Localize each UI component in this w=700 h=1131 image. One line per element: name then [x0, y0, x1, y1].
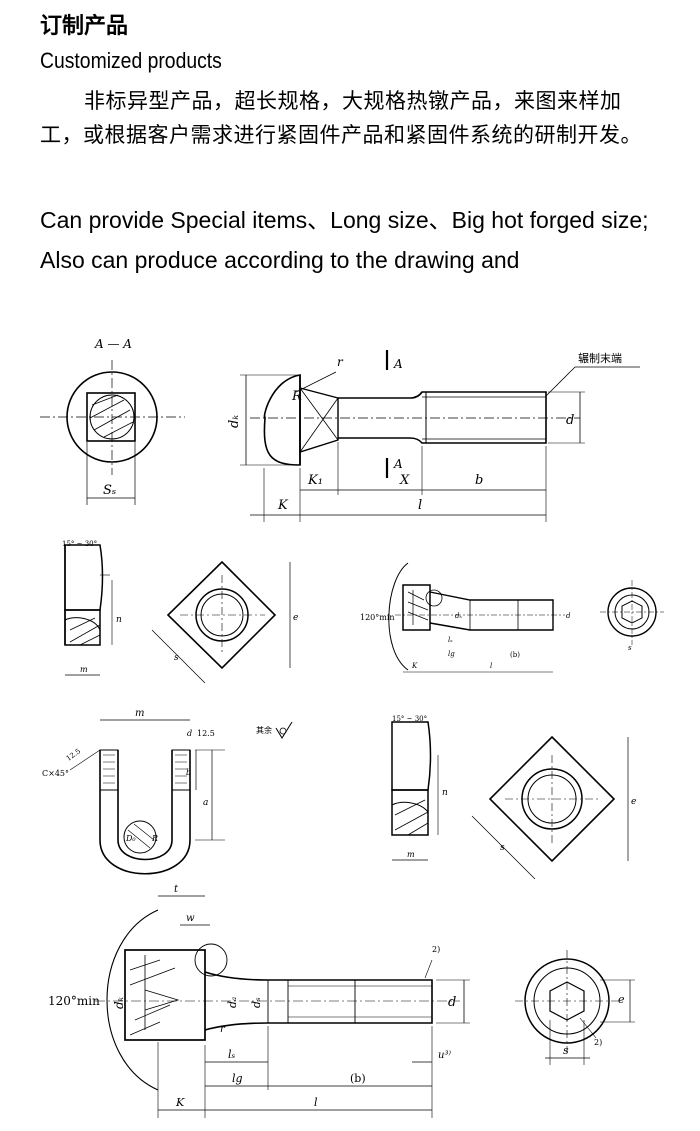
section-mark-bottom: A	[393, 457, 403, 471]
e-label-2: e	[631, 797, 636, 807]
dk-label-large: dₖ	[112, 996, 126, 1009]
r-label-large: r	[220, 1024, 226, 1035]
k1-label: K₁	[307, 473, 323, 488]
x-label: X	[399, 473, 410, 488]
u3-label-large: u³⁾	[438, 1050, 451, 1061]
a-label-u: a	[203, 798, 208, 808]
angle-label-1: 15° ~ 30°	[62, 540, 97, 548]
e-label-large: e	[618, 993, 625, 1006]
u-bolt-view: m D₀ R a b d 12.5 C×45° 12.5 其余	[42, 708, 293, 875]
k-label: K	[277, 498, 289, 513]
section-mark-top: A	[393, 357, 403, 371]
k-label-large: K	[175, 1096, 185, 1109]
b-paren-label-small: (b)	[510, 651, 520, 659]
da-label-large: dₐ	[226, 997, 239, 1008]
u-r-label: R	[151, 834, 158, 843]
ds-label-large: dₛ	[250, 997, 263, 1008]
l-label-small: l	[490, 662, 492, 670]
k-label-small: K	[411, 662, 418, 670]
dk-label: dₖ	[227, 415, 242, 428]
heading-en: Customized products	[40, 48, 222, 73]
d-label: d	[566, 413, 574, 428]
technical-drawings: A — A Sₛ A A	[40, 337, 664, 1118]
body-cn-text: 非标异型产品，超长规格，大规格热镦产品，来图来样加工，或根据客户需求进行紧固件产…	[40, 89, 642, 147]
angle-min-label-1: 120°min	[360, 613, 395, 622]
l-label-large: l	[314, 1096, 318, 1109]
angle-label-2: 15° ~ 30°	[392, 715, 427, 723]
e-label-1: e	[293, 613, 298, 623]
s-label-1: s	[174, 653, 179, 663]
d-label-u: d	[187, 729, 192, 738]
ss-label: Sₛ	[103, 483, 116, 498]
lg-label-small: lg	[448, 650, 455, 658]
d-label-small: d	[566, 612, 571, 620]
u-bend-label: D₀	[125, 834, 136, 843]
angle-min-label-2: 120°min	[48, 994, 100, 1008]
ls-label-small: lₛ	[448, 636, 453, 644]
square-nut-top-view-2: e s	[471, 735, 636, 880]
chamfer-label: C×45°	[42, 769, 69, 778]
l-label: l	[418, 498, 422, 513]
socket-bolt-small-end-view: s	[600, 580, 664, 652]
body-en: Can provide Special items、Long size、Big …	[40, 207, 649, 273]
m-label-2: m	[407, 850, 415, 859]
socket-bolt-large-end-view: e s 2)	[515, 950, 635, 1065]
t-label-large: t	[174, 884, 179, 895]
heading-cn: 订制产品	[40, 14, 129, 39]
s-label-large: s	[563, 1044, 569, 1057]
square-nut-side-view-2: 15° ~ 30° n m	[391, 715, 448, 861]
n-label-2: n	[442, 788, 448, 798]
lg-label-large: lg	[232, 1072, 243, 1085]
ls-label-large: lₛ	[228, 1048, 236, 1061]
d-label-large: d	[448, 995, 456, 1010]
b-label: b	[475, 473, 483, 488]
note2-label: 2)	[432, 945, 440, 954]
s-label-end-small: s	[628, 644, 632, 652]
b-label-u: b	[186, 768, 191, 777]
note2-label-end: 2)	[594, 1038, 602, 1047]
section-aa-label: A — A	[94, 337, 132, 351]
m-label-1: m	[80, 665, 88, 674]
body-cn: 非标异型产品，超长规格，大规格热镦产品，来图来样加工，或根据客户需求进行紧固件产…	[40, 84, 660, 152]
ds-label-1: dₛ	[455, 612, 462, 620]
w-label-large: w	[186, 913, 195, 924]
chamfer-b-label: 12.5	[65, 747, 82, 762]
r-small-label: r	[337, 355, 344, 369]
carriage-bolt-view: A A dₖ R r d 辗制末端 K₁ X b	[227, 350, 640, 522]
rolled-end-label: 辗制末端	[578, 351, 622, 365]
s-label-2: s	[500, 843, 505, 853]
roughness-label-u: 12.5	[197, 729, 215, 738]
m-label-u: m	[135, 708, 144, 719]
b-paren-label-large: (b)	[350, 1072, 366, 1085]
others-label: 其余	[256, 725, 272, 735]
socket-bolt-large-view: 120°min dₖ dₐ dₛ d 2) t w r lₛ lg (b)	[48, 884, 470, 1118]
r-big-label: R	[291, 389, 302, 404]
n-label-1: n	[116, 615, 122, 625]
square-nut-side-view-1: 15° ~ 30° n m	[62, 540, 122, 676]
socket-bolt-small-view: 120°min dₛ d K l (b) lₛ lg	[360, 562, 571, 673]
section-aa-view: A — A Sₛ	[40, 337, 185, 505]
square-nut-top-view-1: e s	[151, 560, 298, 684]
